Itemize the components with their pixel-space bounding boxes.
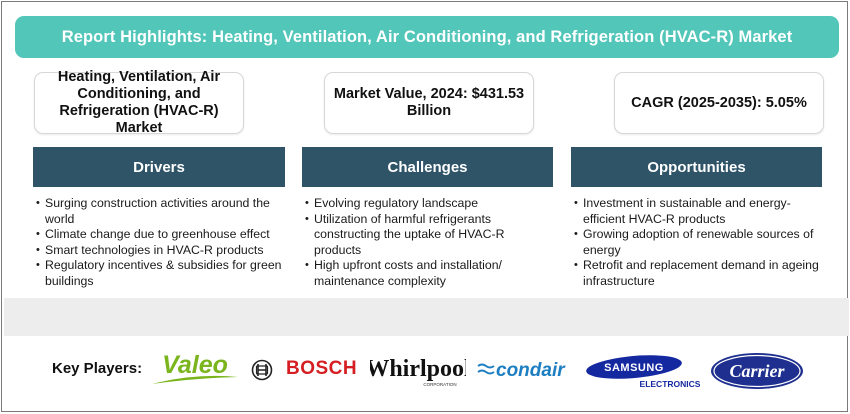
samsung-wordmark: SAMSUNG — [604, 362, 664, 374]
whirlpool-subtitle: CORPORATION — [423, 382, 456, 387]
divider-band — [4, 298, 849, 336]
cagr-text: CAGR (2025-2035): 5.05% — [631, 94, 807, 111]
report-title: Report Highlights: Heating, Ventilation,… — [61, 27, 793, 46]
valeo-logo: Valeo — [152, 351, 238, 384]
drivers-heading: Drivers — [133, 158, 185, 176]
whirlpool-wordmark: Whirlpool — [370, 356, 466, 382]
samsung-subtitle: ELECTRONICS — [640, 379, 701, 389]
valeo-wordmark: Valeo — [162, 351, 228, 379]
list-item: Regulatory incentives & subsidies for gr… — [33, 258, 285, 289]
list-item: Surging construction activities around t… — [33, 196, 285, 227]
list-item: Utilization of harmful refrigerants cons… — [302, 212, 553, 259]
condair-wave-icon — [477, 363, 495, 369]
carrier-oval — [711, 353, 803, 389]
bosch-armature-icon — [251, 359, 273, 381]
drivers-list: Surging construction activities around t… — [33, 196, 285, 290]
list-item: Growing adoption of renewable sources of… — [571, 227, 826, 258]
condair-logo: condair — [477, 360, 566, 381]
cagr-card: CAGR (2025-2035): 5.05% — [614, 72, 824, 134]
samsung-ellipse — [586, 355, 682, 379]
valeo-swoosh — [152, 375, 238, 384]
opportunities-heading: Opportunities — [647, 158, 746, 176]
bosch-wordmark: BOSCH — [286, 358, 358, 379]
opportunities-list: Investment in sustainable and energy-eff… — [571, 196, 826, 290]
condair-wordmark: condair — [496, 360, 566, 381]
market-name-card: Heating, Ventilation, Air Conditioning, … — [34, 69, 244, 136]
list-item: Climate change due to greenhouse effect — [33, 227, 285, 243]
market-value-text: Market Value, 2024: $431.53 Billion — [333, 86, 525, 119]
list-item: Investment in sustainable and energy-eff… — [571, 196, 826, 227]
drivers-header: Drivers — [33, 147, 285, 187]
list-item: Retrofit and replacement demand in agein… — [571, 258, 826, 289]
market-name-text: Heating, Ventilation, Air Conditioning, … — [57, 69, 221, 136]
challenges-header: Challenges — [302, 147, 553, 187]
samsung-logo: SAMSUNG ELECTRONICS — [586, 355, 701, 389]
key-players-label: Key Players: — [52, 360, 143, 377]
report-title-banner: Report Highlights: Heating, Ventilation,… — [15, 16, 839, 58]
whirlpool-logo: Whirlpool CORPORATION — [370, 356, 466, 387]
opportunities-header: Opportunities — [571, 147, 822, 187]
challenges-heading: Challenges — [387, 158, 468, 176]
challenges-list: Evolving regulatory landscape Utilizatio… — [302, 196, 553, 290]
list-item: Smart technologies in HVAC-R products — [33, 243, 285, 259]
market-value-card: Market Value, 2024: $431.53 Billion — [324, 72, 534, 134]
carrier-logo: Carrier — [711, 353, 803, 389]
list-item: Evolving regulatory landscape — [302, 196, 553, 212]
carrier-wordmark: Carrier — [729, 361, 785, 381]
list-item: High upfront costs and installation/ mai… — [302, 258, 553, 289]
